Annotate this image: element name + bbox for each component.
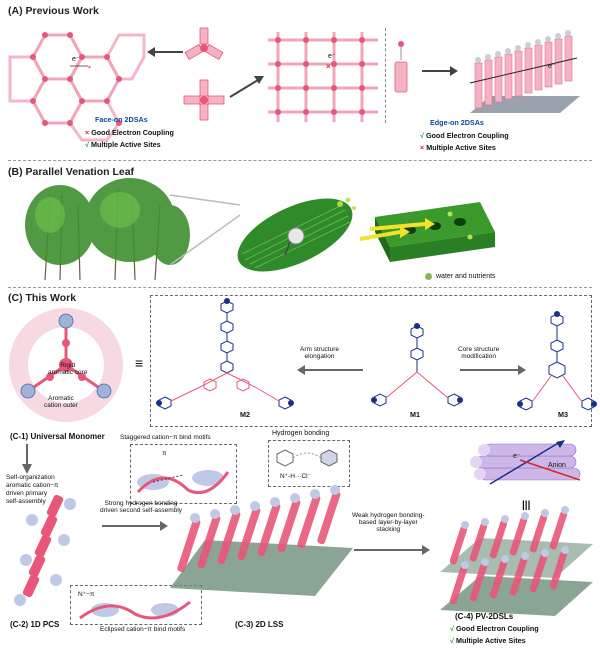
divider-b-c (8, 287, 592, 288)
lss-2d-sheet (170, 485, 353, 596)
single-rod (394, 41, 408, 93)
section-c-title: (C) This Work (8, 292, 77, 304)
equivalence-symbol: ≡ (135, 355, 144, 371)
arrow-weak-hbond (354, 545, 430, 555)
arrow-right-a2 (422, 66, 458, 76)
face-on-item-2: √ Multiple Active Sites (85, 140, 161, 149)
edge-on-stack (469, 30, 580, 113)
water-nutrients-legend: water and nutrients (436, 273, 496, 280)
molecule-m1-label: M1 (410, 410, 420, 419)
arrow-down-c1 (22, 444, 32, 474)
pcs-1d-helix (14, 494, 76, 606)
eclipsed-motif-illustration (79, 600, 191, 620)
rod-bundle-illustration (470, 440, 581, 485)
monomer-disc (9, 308, 123, 422)
bamboo-forest-illustration (25, 178, 190, 281)
arm-elongation-label: Arm structure elongation (300, 346, 340, 360)
staggered-inset-box (130, 444, 237, 504)
molecule-m3-label: M3 (558, 410, 568, 419)
core-modification-label: Core structure modification (458, 346, 500, 360)
arrow-arm-elongation (297, 365, 363, 375)
c4-pv-2dsls-label: (C-4) PV-2DSLs (455, 612, 514, 621)
electron-label-a1: e⁻ (72, 56, 80, 63)
c4-item-2: √ Multiple Active Sites (450, 636, 526, 645)
rigid-core-label: Rigid aromatic core (48, 362, 88, 376)
strong-hbond-label: Strong hydrogen bonding driven second se… (100, 500, 183, 514)
molecules-box (150, 295, 592, 427)
c4-item-1: √ Good Electron Coupling (450, 624, 539, 633)
hbond-illustration (276, 449, 338, 467)
electron-label-a2: e⁻ (328, 53, 336, 60)
eclipsed-inset-box (70, 585, 202, 625)
staggered-motif-illustration (136, 470, 230, 495)
zoom-lines (169, 194, 241, 266)
cation-outer-label: Aromatic cation outer (44, 395, 78, 409)
molecule-m1 (371, 323, 463, 407)
square-lattice: × (268, 32, 378, 122)
honeycomb-lattice: × (8, 32, 146, 142)
pv-2dsls-stack (440, 506, 593, 616)
c2-1d-pcs-label: (C-2) 1D PCS (10, 620, 60, 629)
arrow-right-a (229, 76, 264, 98)
svg-text:×: × (326, 62, 331, 71)
weak-hbond-label: Weak hydrogen bonding- based layer-by-la… (352, 512, 425, 533)
divider-vertical (385, 28, 386, 123)
staggered-formula: π (162, 450, 167, 457)
staggered-motifs-label: Staggered cation−π bind motifs (120, 434, 211, 441)
equivalent-bars-symbol: ||| (522, 500, 531, 511)
electron-label-a3: e⁻ (548, 63, 556, 70)
leaf-illustration (237, 198, 353, 272)
divider-a-b (8, 160, 592, 161)
water-nutrients-dot-icon (425, 273, 432, 280)
electron-label-c: e⁻ (513, 453, 521, 460)
c3-2d-lss-label: (C-3) 2D LSS (235, 620, 284, 629)
arrow-left-a (147, 47, 183, 57)
eclipsed-formula: N⁺−π (78, 591, 95, 598)
tripod-block (184, 27, 224, 61)
c1-universal-monomer-label: (C-1) Universal Monomer (10, 432, 105, 441)
vein-cross-section (337, 197, 495, 262)
arrow-core-modification (460, 365, 526, 375)
eclipsed-motifs-label: Eclipsed cation−π bind motifs (100, 626, 186, 633)
molecule-m2-label: M2 (240, 410, 250, 419)
svg-text:×: × (88, 65, 91, 71)
arrow-strong-hbond (102, 521, 168, 531)
section-b-title: (B) Parallel Venation Leaf (8, 166, 135, 178)
cross-block (183, 79, 225, 121)
hbond-title: Hydrogen bonding (272, 430, 330, 437)
face-on-item-1: × Good Electron Coupling (85, 128, 174, 137)
molecule-m2 (156, 298, 294, 410)
hbond-inset-box (268, 440, 350, 487)
face-on-title: Face-on 2DSAs (95, 115, 148, 124)
section-a-title: (A) Previous Work (8, 5, 99, 17)
anion-label: Anion (548, 462, 566, 469)
hbond-formula: N⁺-H···Cl⁻ (280, 473, 312, 480)
edge-on-item-2: × Multiple Active Sites (420, 143, 496, 152)
molecule-m3 (517, 311, 597, 411)
self-organization-label: Self-organization aromatic cation−π driv… (6, 474, 59, 505)
edge-on-item-1: √ Good Electron Coupling (420, 131, 509, 140)
edge-on-title: Edge-on 2DSAs (430, 118, 484, 127)
